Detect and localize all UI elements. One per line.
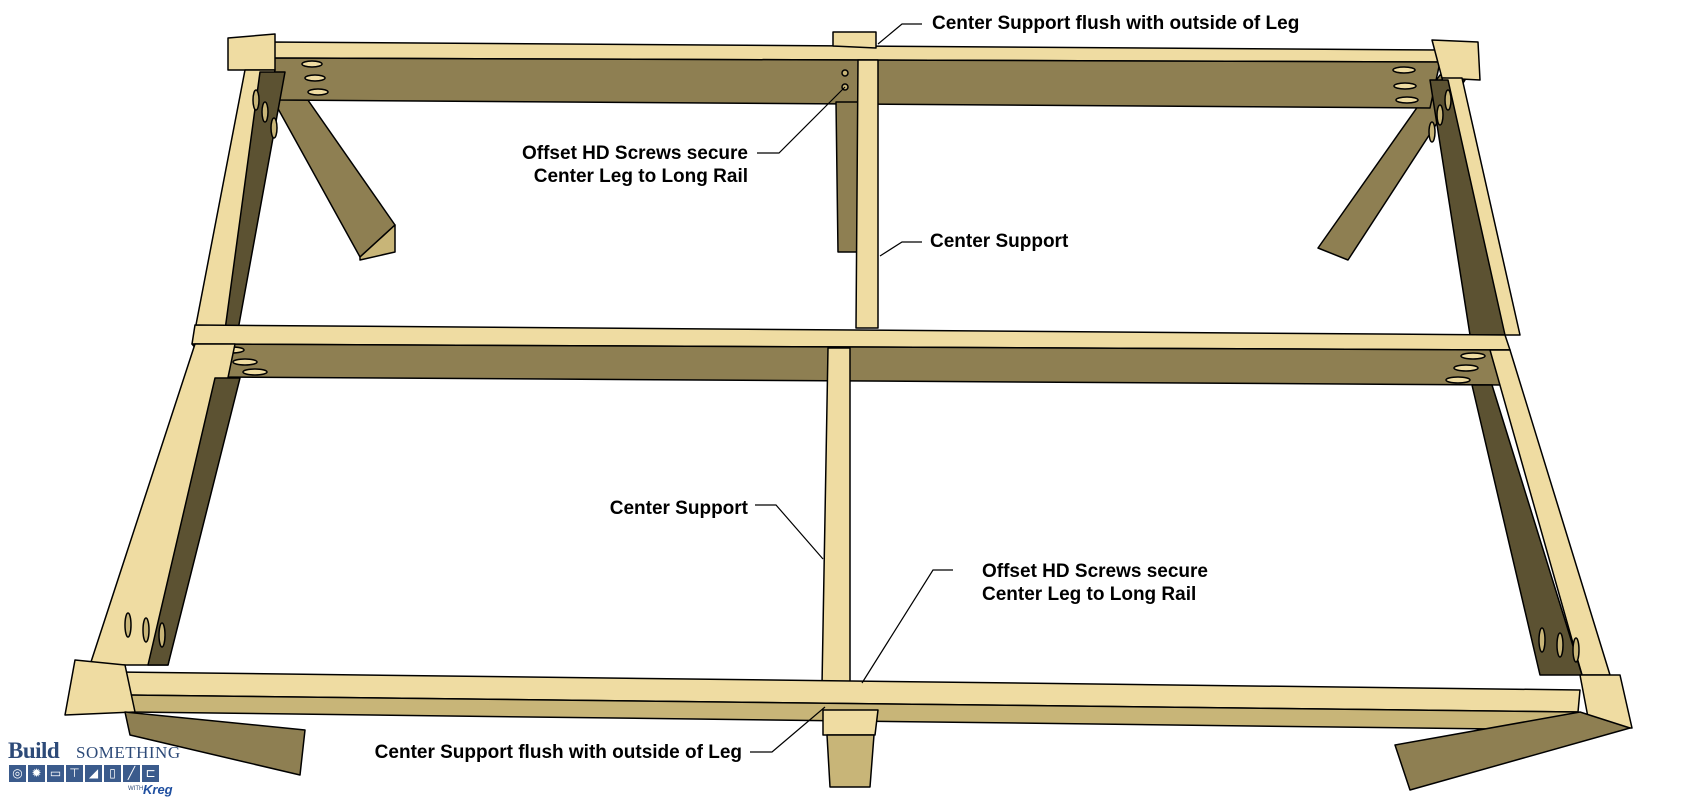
drill-icon: ◢: [85, 765, 102, 782]
callout-bottom-screws-line2: Center Leg to Long Rail: [982, 584, 1197, 605]
logo-brand-text: Kreg: [143, 782, 173, 797]
front-right-post: [1471, 349, 1611, 676]
logo-icon-strip: ◎ ✹ ▭ ⊤ ◢ ▯ ╱ ⊏: [9, 765, 159, 782]
callout-top-screws-line2: Center Leg to Long Rail: [533, 166, 748, 187]
middle-cross-rail: [191, 324, 1511, 386]
callout-bottom-flush-text: Center Support flush with outside of Leg: [374, 742, 742, 763]
callout-mid-center-support: Center Support: [560, 497, 748, 520]
callout-top-screws-line1: Offset HD Screws secure: [522, 143, 748, 164]
toolbox-icon: ▭: [47, 765, 64, 782]
circle-saw-icon: ◎: [9, 765, 26, 782]
callout-mid-center-support-text: Center Support: [609, 498, 748, 519]
back-left-post: [194, 33, 286, 331]
leader-lines: [750, 23, 953, 753]
back-right-post: [1428, 39, 1521, 336]
front-left-post: [89, 343, 241, 666]
logo-with-text: WITH: [128, 786, 144, 792]
logo-something-text: SOMETHING: [76, 743, 181, 762]
callout-top-flush: Center Support flush with outside of Leg: [932, 12, 1299, 35]
gear-icon: ✹: [28, 765, 45, 782]
top-center-support: [855, 59, 879, 329]
callout-top-center-support-text: Center Support: [930, 231, 1069, 252]
callout-top-screws: Offset HD Screws secure Center Leg to Lo…: [500, 142, 748, 188]
callout-top-center-support: Center Support: [930, 230, 1068, 253]
back-long-rail: [267, 41, 1441, 109]
logo-build-text: Build: [8, 738, 60, 763]
clamp-icon: ⊏: [142, 765, 159, 782]
front-center-leg: [822, 709, 879, 788]
front-left-foot: [64, 659, 306, 776]
buildsomething-logo: Build SOMETHING ◎ ✹ ▭ ⊤ ◢ ▯ ╱ ⊏ WITH Kre…: [6, 738, 196, 797]
callout-top-flush-text: Center Support flush with outside of Leg: [932, 13, 1300, 34]
callout-bottom-screws-line1: Offset HD Screws secure: [982, 561, 1208, 582]
paint-roller-icon: ▯: [104, 765, 121, 782]
front-right-foot: [1394, 674, 1633, 791]
hammer-icon: ⊤: [66, 765, 83, 782]
brush-icon: ╱: [123, 765, 140, 782]
callout-bottom-screws: Offset HD Screws secure Center Leg to Lo…: [982, 560, 1208, 606]
callout-bottom-flush: Center Support flush with outside of Leg: [300, 741, 742, 764]
bottom-center-support: [821, 347, 851, 686]
